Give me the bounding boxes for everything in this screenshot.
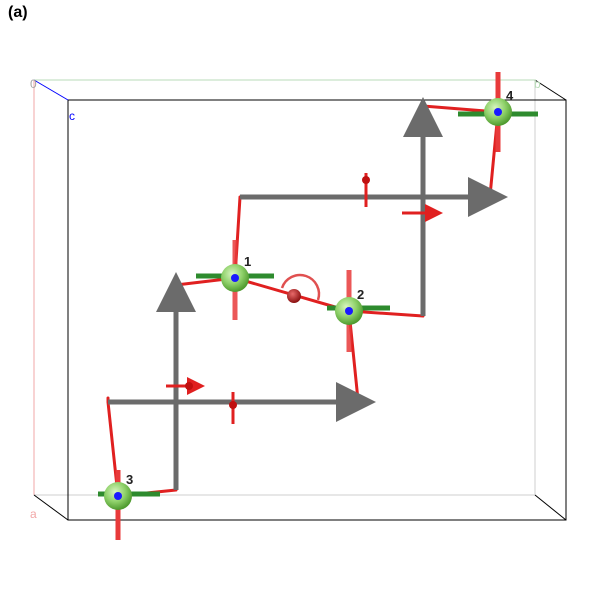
atom-3: 3: [98, 470, 160, 540]
symmetry-markers: [166, 173, 443, 424]
unit-cell: [33, 79, 567, 521]
atom-label-4: 4: [506, 88, 514, 103]
axis-label-origin: 0: [30, 77, 37, 91]
atom-label-2: 2: [357, 287, 364, 302]
atom-1: 1: [196, 240, 274, 320]
panel-label: (a): [8, 4, 28, 21]
propagation-arrows: [108, 97, 508, 490]
atom-2: 2: [327, 270, 390, 352]
atom-label-1: 1: [244, 254, 251, 269]
bond-angle-marker: [280, 273, 321, 303]
bond-chain: [106, 104, 500, 498]
axis-label-c: c: [69, 109, 75, 123]
atom-label-3: 3: [126, 472, 133, 487]
axis-label-a: a: [30, 507, 37, 521]
atom-4: 4: [458, 72, 538, 152]
axis-label-b: b: [534, 77, 541, 91]
